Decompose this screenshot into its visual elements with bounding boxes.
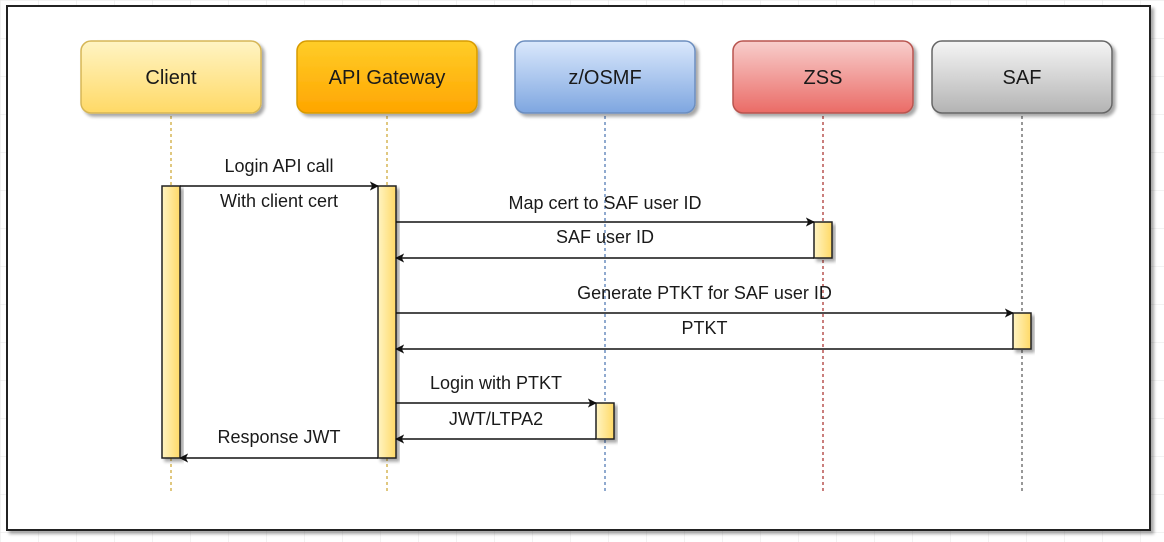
participant-box-zss: [732, 40, 914, 114]
participant-label-zss: ZSS: [804, 67, 843, 89]
participant-box-gateway: [296, 40, 478, 114]
message-label-login-api-call: With client cert: [220, 191, 338, 211]
participant-label-saf: SAF: [1003, 67, 1042, 89]
message-saf-user-id: SAF user ID: [395, 227, 814, 263]
activation-bar-gateway: [377, 185, 397, 459]
participant-label-zosmf: z/OSMF: [568, 67, 641, 89]
participant-box-saf: [931, 40, 1113, 114]
message-generate-ptkt: Generate PTKT for SAF user ID: [396, 283, 1014, 318]
message-label-saf-user-id: SAF user ID: [556, 227, 654, 247]
message-label-login-with-ptkt: Login with PTKT: [430, 373, 562, 393]
message-label-generate-ptkt: Generate PTKT for SAF user ID: [577, 283, 832, 303]
participant-label-gateway: API Gateway: [329, 67, 446, 89]
participant-box-client: [80, 40, 262, 114]
participant-label-client: Client: [145, 67, 197, 89]
participants-layer: Client API Gateway z/OSMF ZSS SAF: [80, 40, 1113, 114]
activation-bar-zss: [813, 221, 833, 259]
message-label-login-api-call: Login API call: [224, 156, 333, 176]
message-map-cert: Map cert to SAF user ID: [396, 193, 815, 227]
message-label-ptkt: PTKT: [681, 318, 727, 338]
message-ptkt: PTKT: [395, 318, 1013, 354]
participant-saf[interactable]: SAF: [931, 40, 1113, 114]
activation-bar-zosmf: [595, 402, 615, 440]
message-login-with-ptkt: Login with PTKT: [396, 373, 597, 408]
message-response-jwt: Response JWT: [179, 427, 378, 463]
message-label-map-cert: Map cert to SAF user ID: [508, 193, 701, 213]
participant-gateway[interactable]: API Gateway: [296, 40, 478, 114]
activation-bar-client: [161, 185, 181, 459]
activation-bar-saf: [1012, 312, 1032, 350]
message-label-response-jwt: Response JWT: [217, 427, 340, 447]
message-label-jwt-ltpa2: JWT/LTPA2: [449, 409, 543, 429]
participant-client[interactable]: Client: [80, 40, 262, 114]
message-jwt-ltpa2: JWT/LTPA2: [395, 409, 596, 444]
participant-zosmf[interactable]: z/OSMF: [514, 40, 696, 114]
activations-layer: [161, 185, 1032, 459]
participant-box-zosmf: [514, 40, 696, 114]
participant-zss[interactable]: ZSS: [732, 40, 914, 114]
